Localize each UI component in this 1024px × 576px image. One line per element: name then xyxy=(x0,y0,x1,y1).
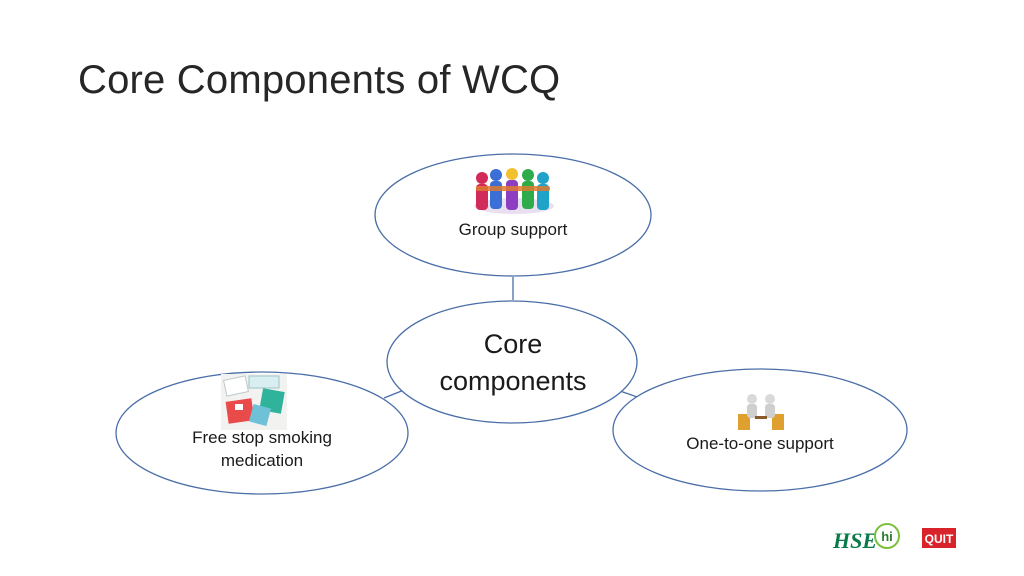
group-support-node xyxy=(374,153,652,277)
medication-label-line2: medication xyxy=(220,451,304,470)
hse-logo: HSE xyxy=(832,528,877,553)
core-label-line1: Core xyxy=(483,329,543,359)
core-label-line2: components xyxy=(439,366,587,396)
svg-text:QUIT: QUIT xyxy=(925,532,954,546)
medication-label-line1: Free stop smoking xyxy=(192,428,332,447)
svg-text:hi: hi xyxy=(881,529,893,544)
one-to-one-label: One-to-one support xyxy=(686,434,834,453)
one-to-one-node xyxy=(612,368,908,492)
quit-logo: QUIT xyxy=(922,528,956,548)
hi-logo: hi xyxy=(874,523,900,549)
svg-text:HSE: HSE xyxy=(832,528,877,553)
medication-node xyxy=(115,371,409,495)
group-people-icon xyxy=(474,168,554,214)
core-components-node xyxy=(386,300,638,424)
medication-label: Free stop smoking medication xyxy=(162,426,362,472)
medication-packs-icon xyxy=(221,374,287,430)
two-people-meeting-icon xyxy=(738,394,784,430)
connector-left xyxy=(383,389,405,399)
core-components-label: Core components xyxy=(413,326,613,400)
slide-title: Core Components of WCQ xyxy=(78,58,561,102)
group-support-label: Group support xyxy=(458,220,568,239)
